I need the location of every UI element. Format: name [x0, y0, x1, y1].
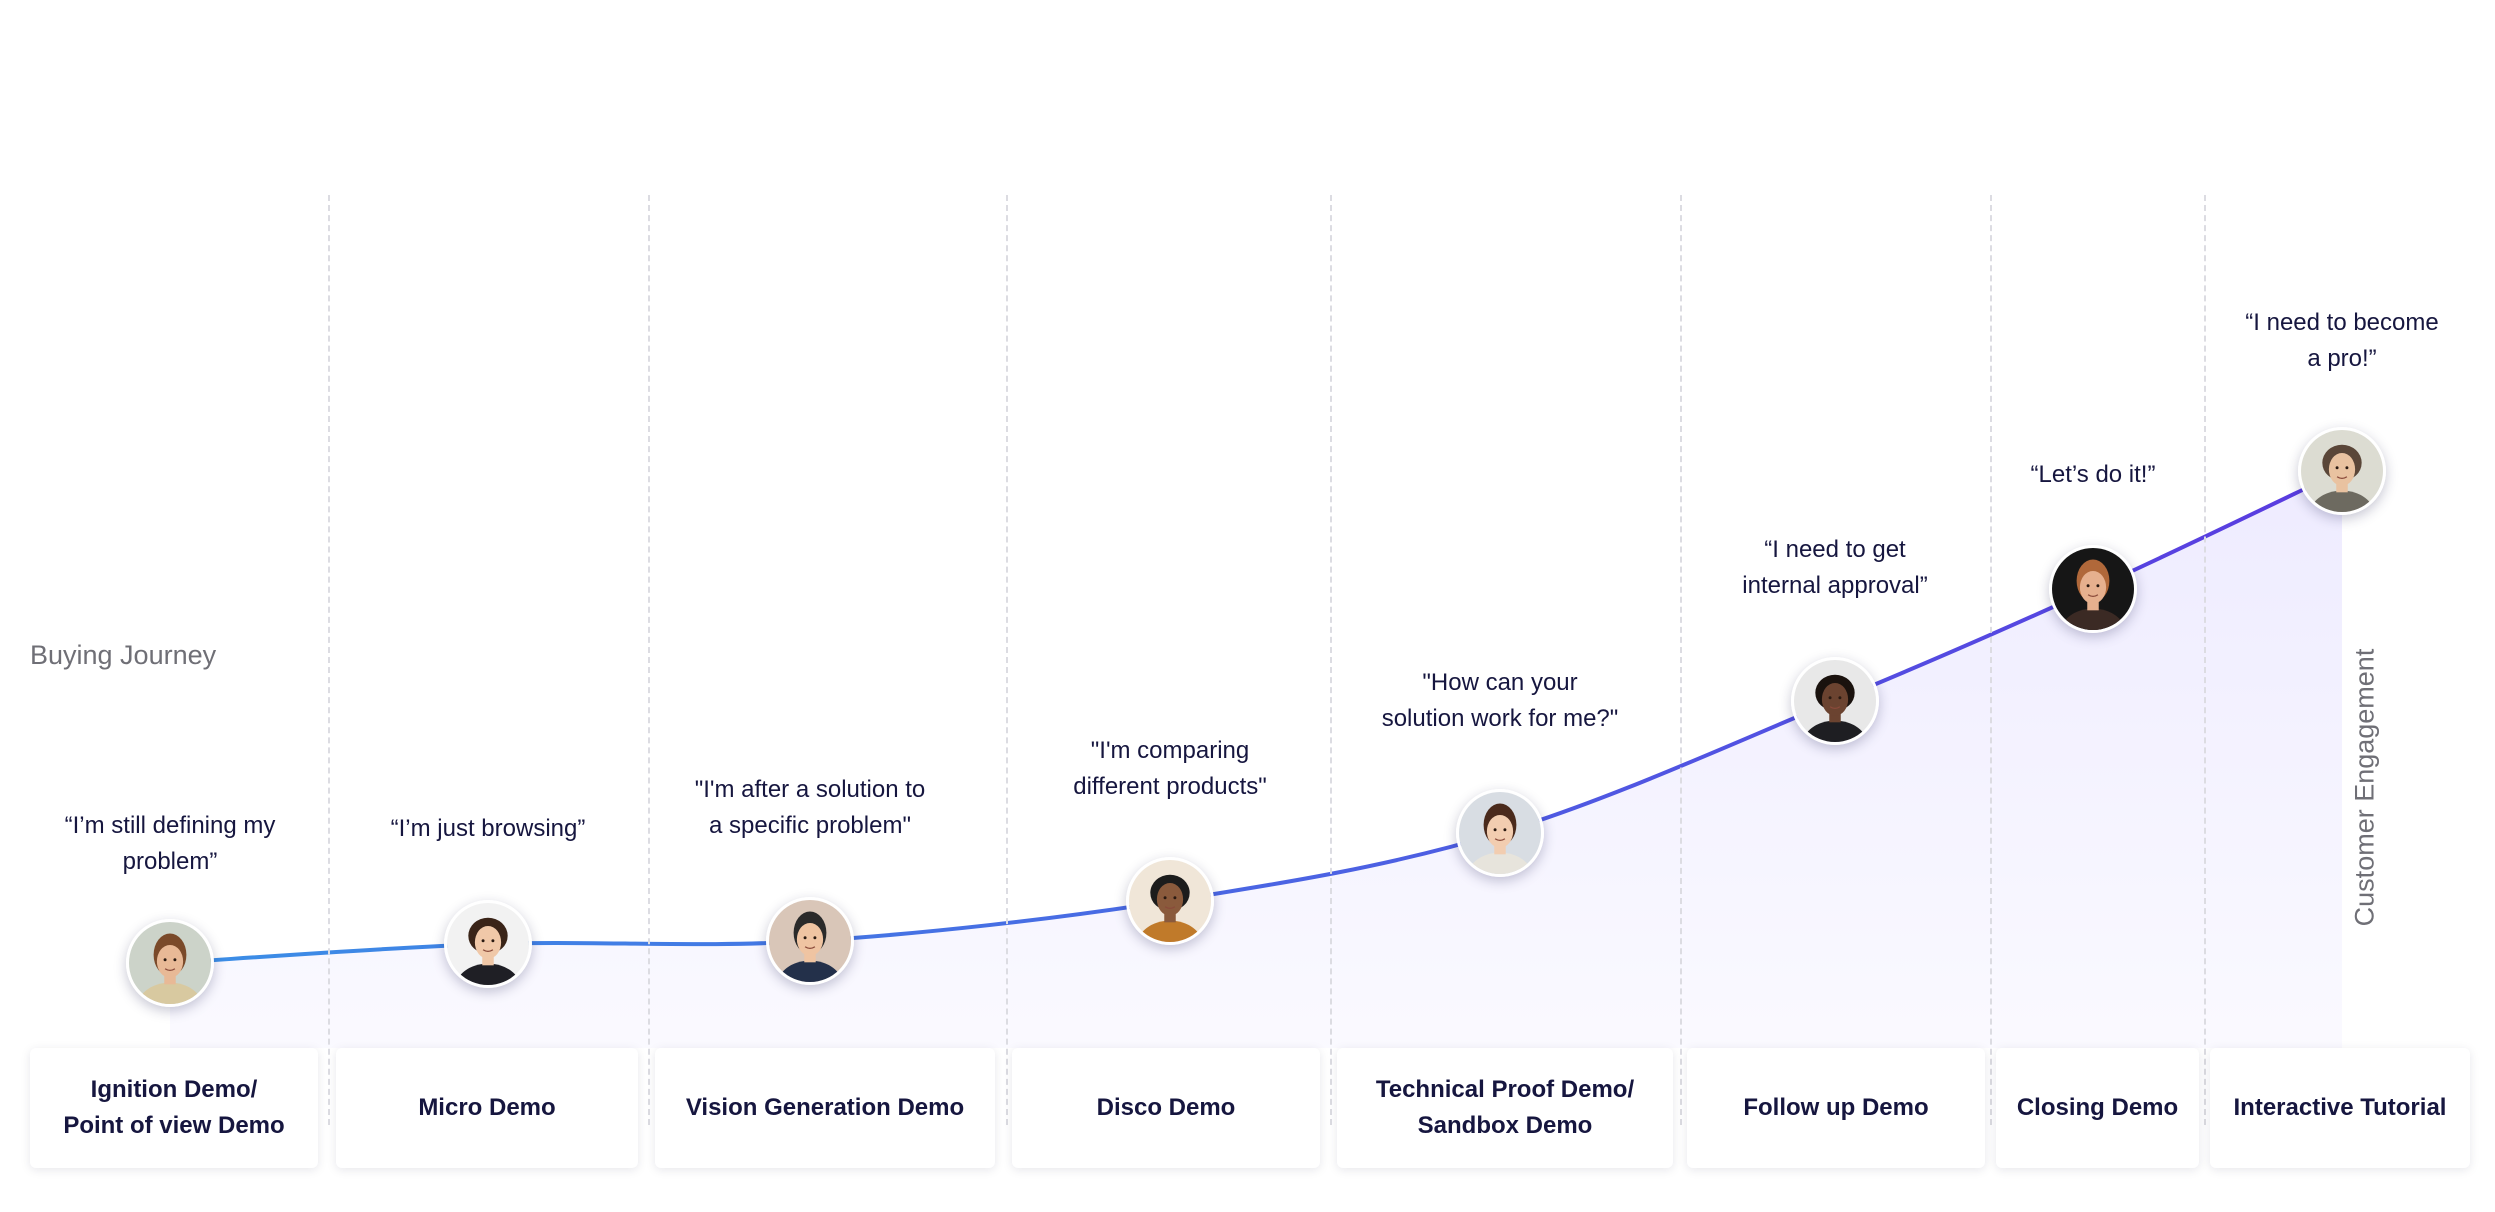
- stage-name: Ignition Demo/ Point of view Demo: [63, 1076, 285, 1139]
- avatar-woman-curly-hair: [1791, 657, 1879, 745]
- stage-divider: [1990, 195, 1992, 1125]
- stage-divider: [1330, 195, 1332, 1125]
- stage-quote: "I'm after a solution to a specific prob…: [694, 776, 926, 839]
- stage-quote: “I need to become a pro!”: [2245, 309, 2439, 372]
- avatar-man-suit: [766, 897, 854, 985]
- stage-name: Disco Demo: [1096, 1094, 1236, 1121]
- stage-card[interactable]: Interactive Tutorial: [2210, 1048, 2470, 1168]
- stage-quote: “I’m just browsing”: [390, 815, 586, 842]
- stage-quote: "How can your solution work for me?": [1381, 669, 1619, 732]
- stage-divider: [2204, 195, 2206, 1125]
- stage-divider: [648, 195, 650, 1125]
- stage-card[interactable]: Micro Demo: [336, 1048, 638, 1168]
- stage-name: Interactive Tutorial: [2233, 1094, 2447, 1121]
- stage-quote: “I’m still defining my problem”: [64, 812, 276, 875]
- avatar-man-smiling: [2298, 427, 2386, 515]
- stage-card[interactable]: Ignition Demo/ Point of view Demo: [30, 1048, 318, 1168]
- stage-divider: [1680, 195, 1682, 1125]
- engagement-curve: [169, 469, 2343, 965]
- stage-quote: “I need to get internal approval”: [1742, 536, 1928, 599]
- engagement-area: [170, 471, 2342, 1048]
- stage-name: Micro Demo: [418, 1094, 556, 1121]
- stage-card[interactable]: Follow up Demo: [1687, 1048, 1985, 1168]
- stage-card[interactable]: Vision Generation Demo: [655, 1048, 995, 1168]
- stage-card[interactable]: Disco Demo: [1012, 1048, 1320, 1168]
- stage-divider: [328, 195, 330, 1125]
- avatar-man-red-beard: [2049, 545, 2137, 633]
- avatar-woman-dark-hair: [444, 900, 532, 988]
- stage-name: Vision Generation Demo: [685, 1094, 965, 1121]
- stage-divider: [1006, 195, 1008, 1125]
- customer-engagement-label: Customer Engagement: [2349, 648, 2380, 927]
- avatar-woman-curly-glasses: [126, 919, 214, 1007]
- avatar-woman-long-hair: [1456, 789, 1544, 877]
- stage-name: Closing Demo: [2016, 1094, 2179, 1121]
- avatar-man-beard-glasses: [1126, 857, 1214, 945]
- stage-quote: “Let’s do it!”: [2030, 461, 2156, 488]
- stage-card[interactable]: Technical Proof Demo/ Sandbox Demo: [1337, 1048, 1673, 1168]
- stage-name: Follow up Demo: [1743, 1094, 1929, 1121]
- stage-card[interactable]: Closing Demo: [1996, 1048, 2199, 1168]
- stage-name: Technical Proof Demo/ Sandbox Demo: [1375, 1076, 1635, 1139]
- stage-quote: "I'm comparing different products": [1073, 737, 1267, 800]
- buying-journey-label: Buying Journey: [30, 640, 217, 670]
